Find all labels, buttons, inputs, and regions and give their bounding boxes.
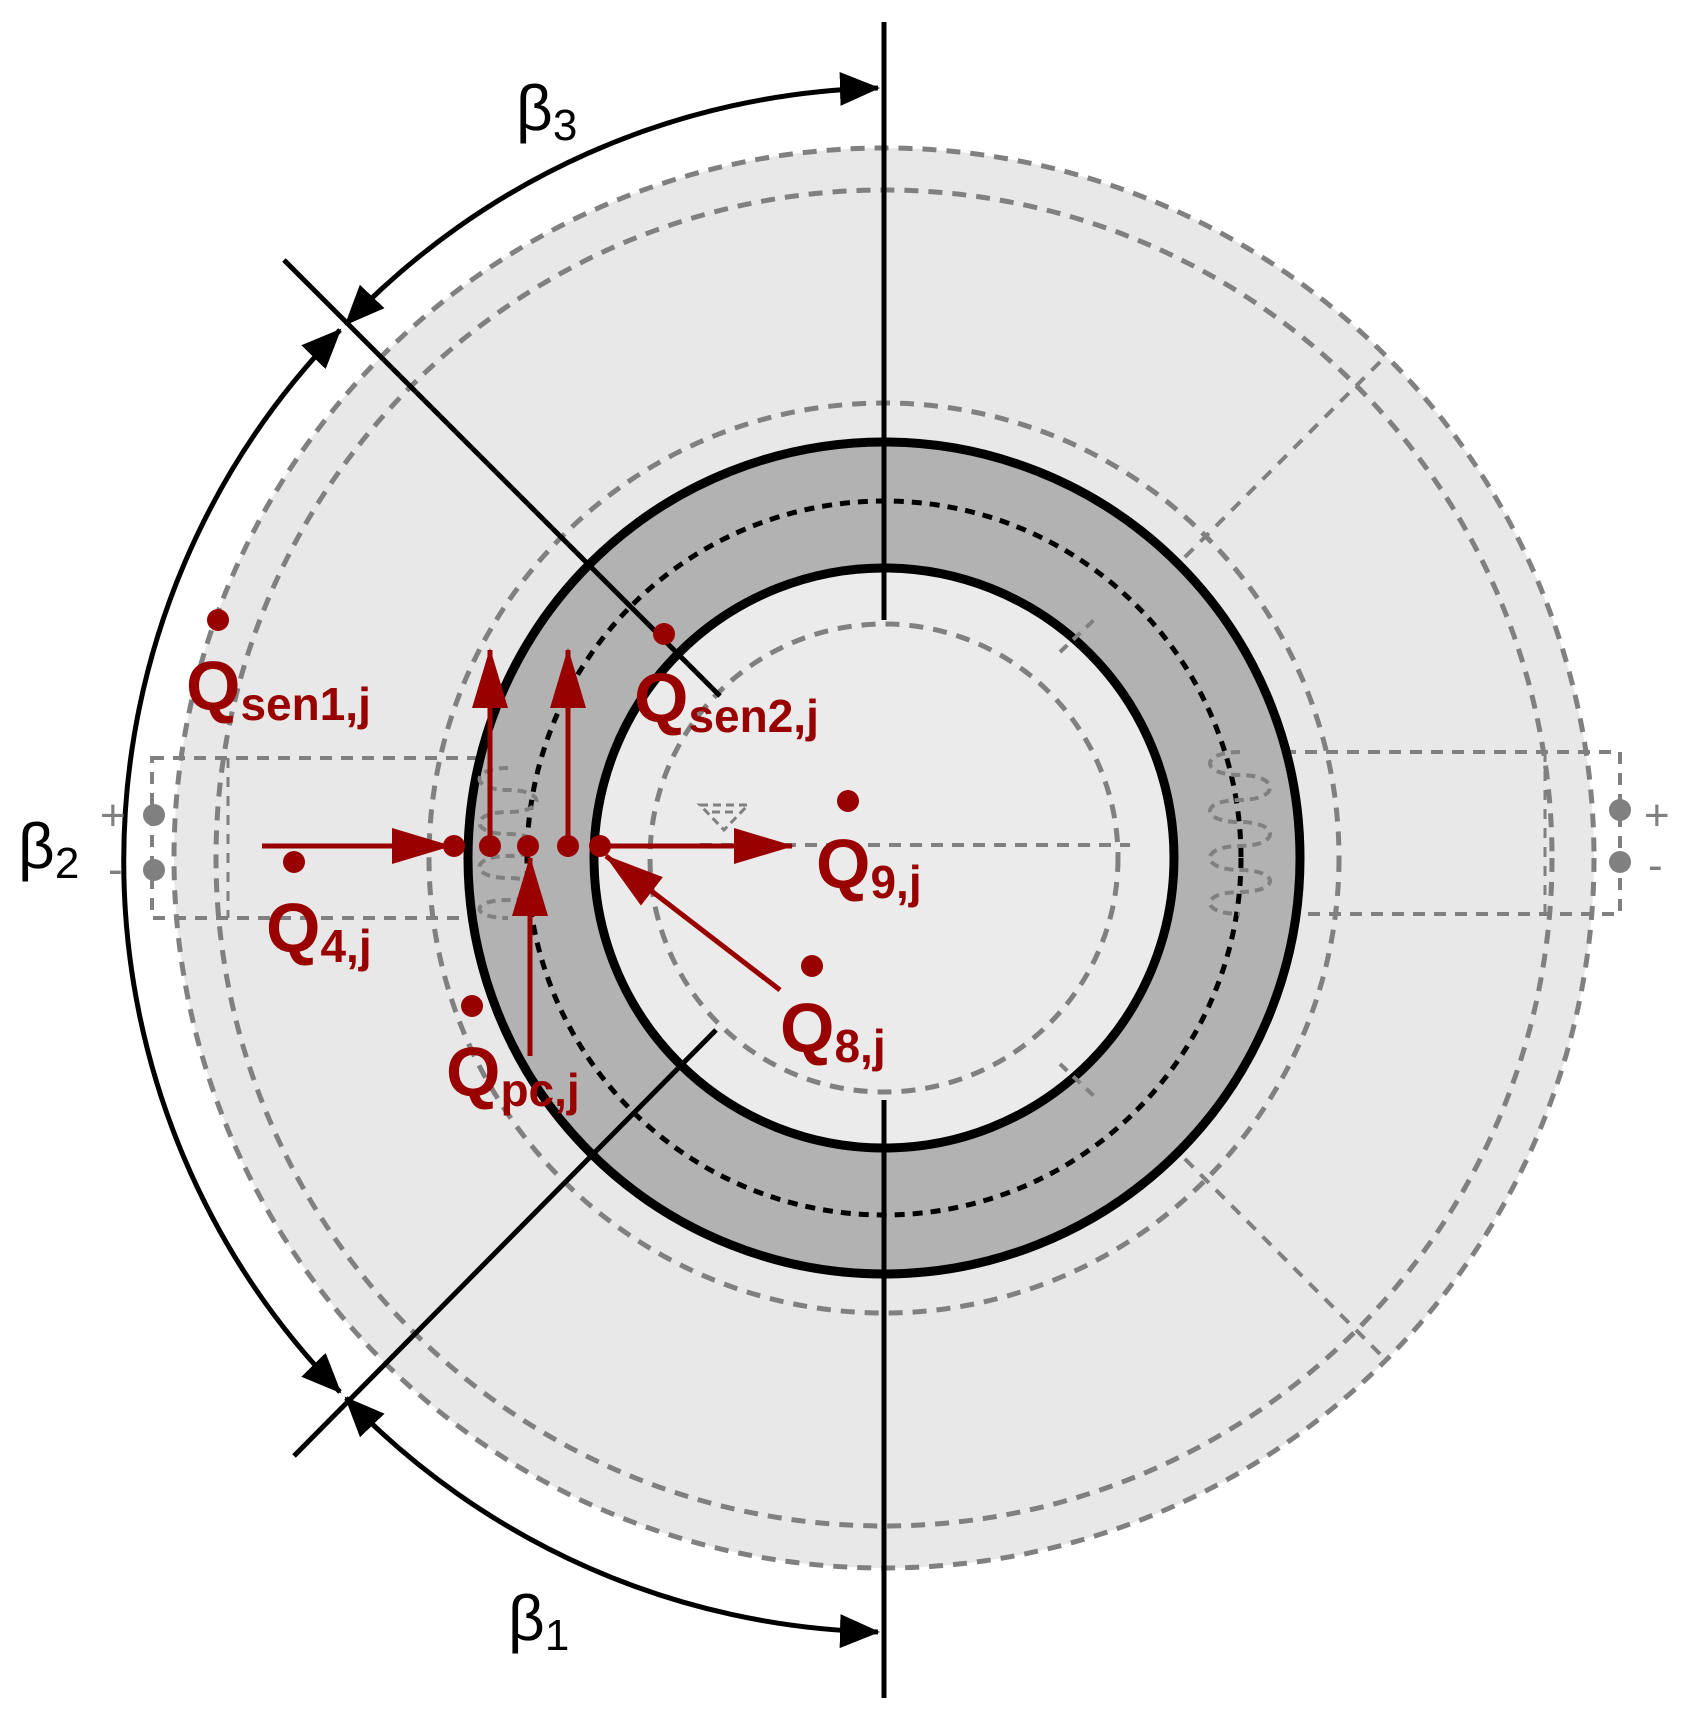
q-sen2-label: Qsen2,j <box>634 659 819 742</box>
dot-above-icon <box>801 955 823 977</box>
q-pc-label: Qpc,j <box>446 1033 580 1116</box>
heat-flow-arrows <box>262 648 794 1056</box>
left-heater-band <box>150 756 574 920</box>
q-9-label: Q9,j <box>816 825 922 908</box>
right-minus-label: - <box>1648 841 1663 890</box>
node-points <box>443 835 611 857</box>
beta1-arc <box>344 1396 880 1649</box>
dot-above-icon <box>207 609 229 631</box>
dot-above-icon <box>283 851 305 873</box>
right-plus-label: + <box>1644 791 1670 840</box>
beta3-label: β3 <box>516 72 577 150</box>
inner-dashed-ring <box>647 621 1121 1095</box>
beta3-arc <box>344 71 880 326</box>
beta1-label: β1 <box>508 1582 569 1660</box>
node-point <box>479 835 501 857</box>
node-point <box>589 835 611 857</box>
wall-tick-lower <box>1058 1062 1098 1100</box>
right-plus-terminal <box>1609 799 1631 821</box>
right-terminals: + - <box>1609 791 1670 890</box>
node-point <box>443 835 465 857</box>
left-minus-label: - <box>108 845 123 894</box>
right-minus-terminal <box>1609 851 1631 873</box>
left-minus-terminal <box>143 859 165 881</box>
beta2-label: β2 <box>18 810 79 888</box>
wall-tick-upper <box>1058 616 1098 654</box>
q-8-label: Q8,j <box>780 989 886 1072</box>
sector-boundary-upper <box>282 258 722 698</box>
left-terminals: + - <box>100 791 165 894</box>
left-plus-label: + <box>100 791 126 840</box>
dot-above-icon <box>461 995 483 1017</box>
sector-boundary-lower <box>292 1028 718 1458</box>
dot-above-icon <box>837 790 859 812</box>
left-plus-terminal <box>143 804 165 826</box>
q8-arrow <box>604 854 782 992</box>
dot-above-icon <box>653 623 675 645</box>
node-point <box>557 835 579 857</box>
node-point <box>517 835 539 857</box>
fluid-level-icon <box>696 803 752 833</box>
q-sen1-label: Qsen1,j <box>186 647 371 730</box>
beta2-arc <box>121 328 342 1394</box>
q-4-label: Q4,j <box>266 889 372 972</box>
